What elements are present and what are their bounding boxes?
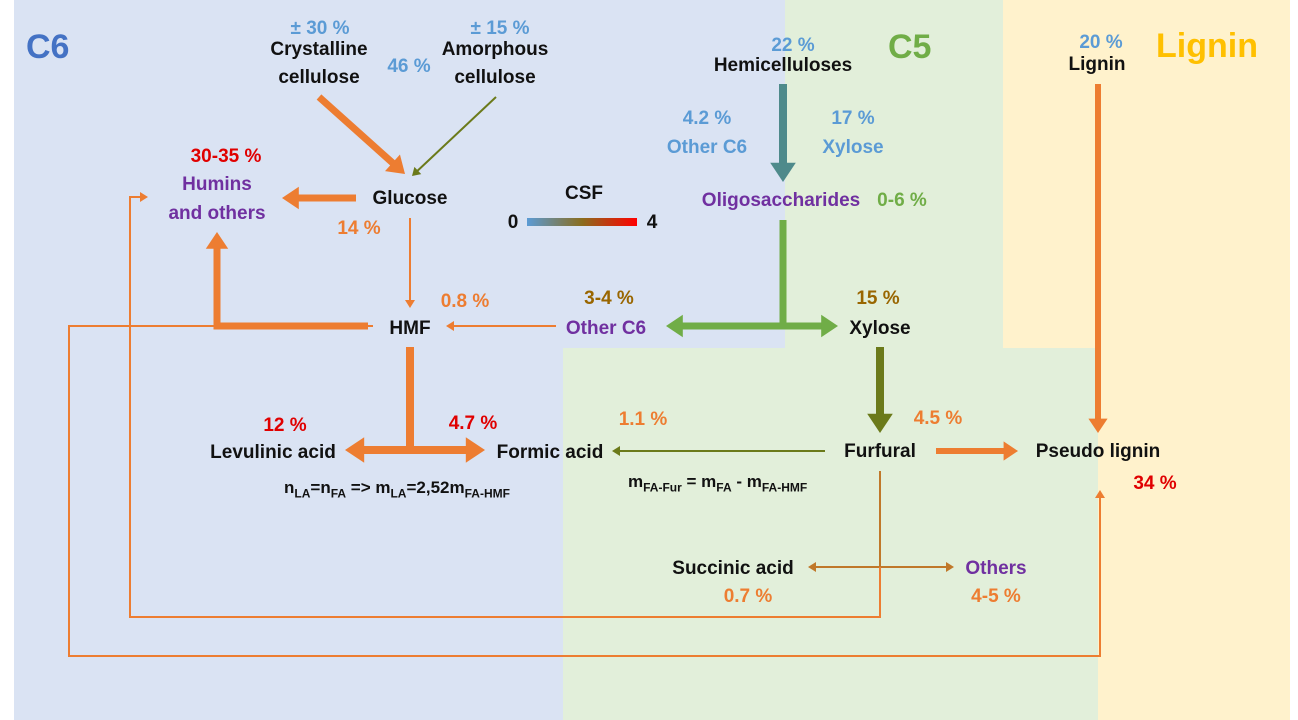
furfural-to-humins-loop-arrow-head <box>140 192 148 202</box>
xylose-to-furfural-arrow-head <box>867 413 893 433</box>
zone-title-c6: C6 <box>26 28 70 66</box>
succinic-acid-label: Succinic acid <box>672 558 794 579</box>
hmf-percent: 0.8 % <box>440 291 490 312</box>
crystalline-percent: ± 30 % <box>290 18 350 39</box>
formic-percent: 4.7 % <box>448 413 498 434</box>
furfural-formic-percent: 1.1 % <box>618 409 668 430</box>
humins-label-line2: and others <box>168 203 266 224</box>
furfural-to-humins-loop-arrow-line <box>129 196 881 618</box>
furfural-label: Furfural <box>844 441 916 462</box>
hemicelluloses-label: Hemicelluloses <box>713 55 853 76</box>
other-c6-branch-label: Other C6 <box>666 137 748 158</box>
other-c6-percent: 3-4 % <box>584 288 634 309</box>
crystalline-cellulose-label-line1: Crystalline <box>270 39 368 60</box>
others-percent: 4-5 % <box>971 586 1021 607</box>
zone-lignin-background <box>1003 0 1290 720</box>
hmf-label: HMF <box>389 318 431 339</box>
csf-gradient-bar <box>527 218 637 226</box>
oligosaccharides-split-arrow-tail-head <box>666 314 683 338</box>
pseudo-lignin-label: Pseudo lignin <box>1035 441 1161 462</box>
fa-furfural-relation-formula: mFA-Fur = mFA - mFA-HMF <box>628 472 808 495</box>
lignin-percent: 20 % <box>1079 32 1123 53</box>
amorphous-percent: ± 15 % <box>470 18 530 39</box>
others-label: Others <box>965 558 1027 579</box>
formic-acid-label: Formic acid <box>496 442 604 463</box>
xylose-branch-percent: 17 % <box>831 108 875 129</box>
hmf-to-pseudo-lignin-loop-arrow-head <box>1095 490 1105 498</box>
xylose-branch-label: Xylose <box>822 137 884 158</box>
glucose-to-humins-arrow-head <box>282 186 299 210</box>
amorphous-cellulose-label-line1: Amorphous <box>441 39 549 60</box>
other-c6-to-hmf-arrow-head <box>446 321 454 331</box>
lignin-label: Lignin <box>1068 54 1126 75</box>
succinic-others-arrow-tail-head <box>808 562 816 572</box>
xylose-percent: 15 % <box>856 288 900 309</box>
hemicelluloses-to-oligosaccharides-arrow-head <box>770 162 796 182</box>
oligosaccharides-label: Oligosaccharides <box>701 190 861 211</box>
crystalline-to-glucose-arrow-head <box>385 154 405 174</box>
succinic-others-arrow-head <box>946 562 954 572</box>
pseudo-lignin-percent: 34 % <box>1133 473 1177 494</box>
hmf-to-pseudo-lignin-loop-arrow-line <box>68 325 1101 657</box>
zone-title-c5: C5 <box>888 28 932 66</box>
furfural-percent: 4.5 % <box>913 408 963 429</box>
cellulose-total-percent: 46 % <box>387 56 431 77</box>
levulinic-percent: 12 % <box>263 415 307 436</box>
levulinic-acid-label: Levulinic acid <box>210 442 336 463</box>
other-c6-label: Other C6 <box>565 318 647 339</box>
hmf-to-humins-arrow-head <box>205 232 229 249</box>
csf-scale-title: CSF <box>565 183 603 204</box>
furfural-to-pseudo-lignin-arrow-head <box>1003 441 1018 461</box>
glucose-to-hmf-arrow-head <box>405 300 415 308</box>
humins-label-line1: Humins <box>182 174 252 195</box>
crystalline-to-glucose-arrow-line <box>316 94 399 169</box>
zone-c5-background <box>563 0 1098 720</box>
humins-percent: 30-35 % <box>190 146 262 167</box>
hemicelluloses-percent: 22 % <box>771 35 815 56</box>
oligosaccharides-split-arrow-head <box>821 314 838 338</box>
amorphous-cellulose-label-line2: cellulose <box>454 67 536 88</box>
amorphous-to-glucose-arrow-line <box>415 96 497 173</box>
la-fa-relation-formula: nLA=nFA => mLA=2,52mFA-HMF <box>284 478 510 501</box>
amorphous-to-glucose-arrow-head <box>412 166 422 176</box>
oligosaccharides-percent: 0-6 % <box>877 190 927 211</box>
other-c6-branch-percent: 4.2 % <box>682 108 732 129</box>
hmf-to-acids-arrow-head <box>465 437 485 463</box>
zone-title-lignin: Lignin <box>1156 27 1258 65</box>
csf-scale-max: 4 <box>646 212 658 233</box>
lignin-to-pseudo-lignin-arrow-head <box>1088 418 1108 433</box>
succinic-percent: 0.7 % <box>723 586 773 607</box>
glucose-label: Glucose <box>372 188 448 209</box>
crystalline-cellulose-label-line2: cellulose <box>278 67 360 88</box>
csf-scale-min: 0 <box>507 212 519 233</box>
glucose-percent: 14 % <box>337 218 381 239</box>
xylose-label: Xylose <box>849 318 911 339</box>
hmf-to-acids-arrow-tail-head <box>345 437 365 463</box>
furfural-to-formic-arrow-head <box>612 446 620 456</box>
